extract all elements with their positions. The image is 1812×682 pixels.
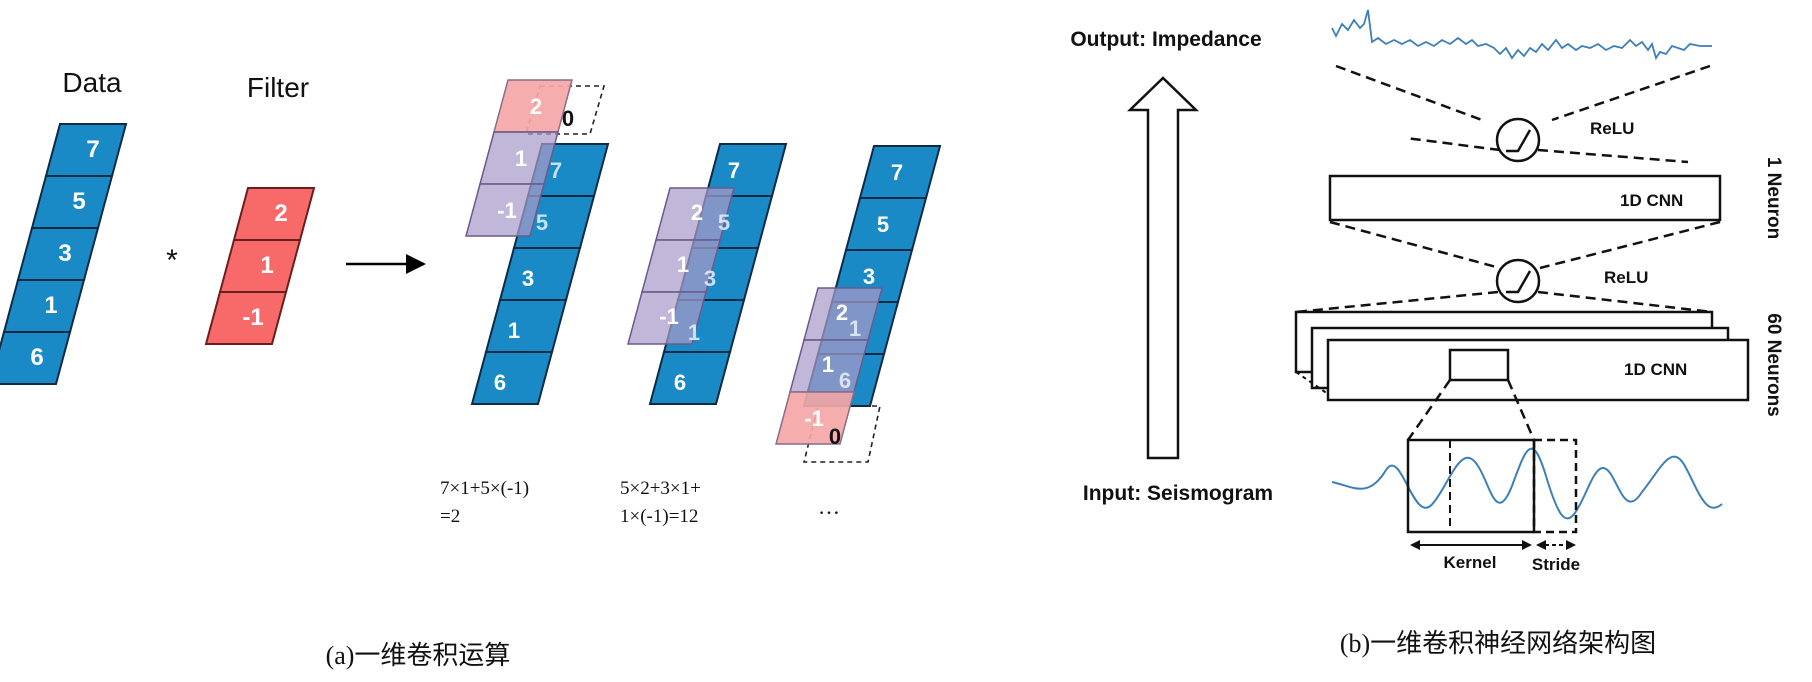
svg-text:1: 1 <box>677 252 689 277</box>
relu-label: ReLU <box>1604 268 1648 287</box>
impedance-trace <box>1331 9 1712 61</box>
cnn-layer-front <box>1326 338 1750 402</box>
cnn-label-bottom: 1D CNN <box>1624 360 1687 379</box>
svg-text:7: 7 <box>550 158 562 183</box>
caption-a: (a)一维卷积运算 <box>326 641 511 670</box>
step-1: 0 2 1 -1 7 5 3 1 6 <box>465 79 610 405</box>
panel-a: Data Filter 7 5 3 1 6 * 2 1 -1 <box>0 67 942 670</box>
filter-value: 1 <box>260 252 273 279</box>
svg-text:-1: -1 <box>804 406 824 431</box>
input-label: Input: Seismogram <box>1083 482 1273 505</box>
data-value: 7 <box>86 136 99 163</box>
data-cell <box>0 331 72 385</box>
svg-text:2: 2 <box>836 300 848 325</box>
data-value: 3 <box>58 240 71 267</box>
svg-text:5: 5 <box>536 210 548 235</box>
data-value: 5 <box>72 188 85 215</box>
svg-text:5: 5 <box>877 212 889 237</box>
data-value: 6 <box>30 344 43 371</box>
cnn-layer-top <box>1328 174 1722 222</box>
filter-overlay-cell <box>465 183 545 237</box>
svg-text:3: 3 <box>863 264 875 289</box>
filter-column: 2 1 -1 <box>204 187 316 345</box>
stride-label: Stride <box>1532 555 1580 574</box>
svg-text:1: 1 <box>508 318 520 343</box>
filter-label: Filter <box>247 72 309 103</box>
svg-text:0: 0 <box>829 424 841 449</box>
svg-text:7: 7 <box>891 160 903 185</box>
formula-step-1-line-2: =2 <box>440 506 460 527</box>
svg-text:5: 5 <box>718 210 730 235</box>
formula-step-2-line-1: 5×2+3×1+ <box>620 478 701 499</box>
svg-text:6: 6 <box>839 368 851 393</box>
svg-text:3: 3 <box>704 266 716 291</box>
one-neuron-label: 1 Neuron <box>1763 157 1784 239</box>
data-value: 1 <box>44 292 57 319</box>
sixty-neurons-label: 60 Neurons <box>1763 313 1784 416</box>
svg-text:6: 6 <box>674 370 686 395</box>
relu-activation-icon <box>1495 258 1541 304</box>
svg-text:1: 1 <box>822 352 834 377</box>
panel-b: Output: Impedance Input: Seismogram ReLU… <box>1070 9 1784 658</box>
formula-step-2-line-2: 1×(-1)=12 <box>620 506 698 527</box>
svg-text:3: 3 <box>522 266 534 291</box>
relu-activation-icon <box>1495 117 1541 163</box>
svg-text:-1: -1 <box>659 304 679 329</box>
filter-overlay-cell <box>775 391 855 445</box>
svg-text:1: 1 <box>515 146 527 171</box>
step-2: 7 5 3 1 6 2 1 -1 <box>627 143 788 405</box>
relu-label: ReLU <box>1590 119 1634 138</box>
kernel-frame <box>1406 438 1536 534</box>
filter-value: 2 <box>274 200 287 227</box>
stride-frame <box>1532 438 1578 534</box>
svg-text:-1: -1 <box>497 198 517 223</box>
filter-cell <box>204 291 288 345</box>
filter-overlay-cell <box>627 291 707 345</box>
svg-text:2: 2 <box>530 94 542 119</box>
ellipsis: … <box>818 494 840 519</box>
formula-step-1-line-1: 7×1+5×(-1) <box>440 478 529 499</box>
pad-value: 0 <box>562 106 574 131</box>
upward-flow-arrow <box>1126 76 1200 460</box>
svg-text:1: 1 <box>688 320 700 345</box>
output-label: Output: Impedance <box>1070 28 1261 51</box>
caption-b: (b)一维卷积神经网络架构图 <box>1340 629 1656 658</box>
kernel-label: Kernel <box>1444 553 1497 572</box>
data-label: Data <box>62 67 122 98</box>
svg-text:6: 6 <box>494 370 506 395</box>
step-3: 7 5 3 1 6 0 2 1 -1 <box>775 145 942 463</box>
cnn-label-top: 1D CNN <box>1620 191 1683 210</box>
kernel-window <box>1448 348 1510 382</box>
svg-text:7: 7 <box>728 158 740 183</box>
convolution-operator: * <box>166 244 178 277</box>
svg-text:1: 1 <box>849 316 861 341</box>
filter-value: -1 <box>242 304 263 331</box>
data-column: 7 5 3 1 6 <box>0 123 128 385</box>
seismogram-trace <box>1331 447 1723 520</box>
svg-text:2: 2 <box>691 200 703 225</box>
